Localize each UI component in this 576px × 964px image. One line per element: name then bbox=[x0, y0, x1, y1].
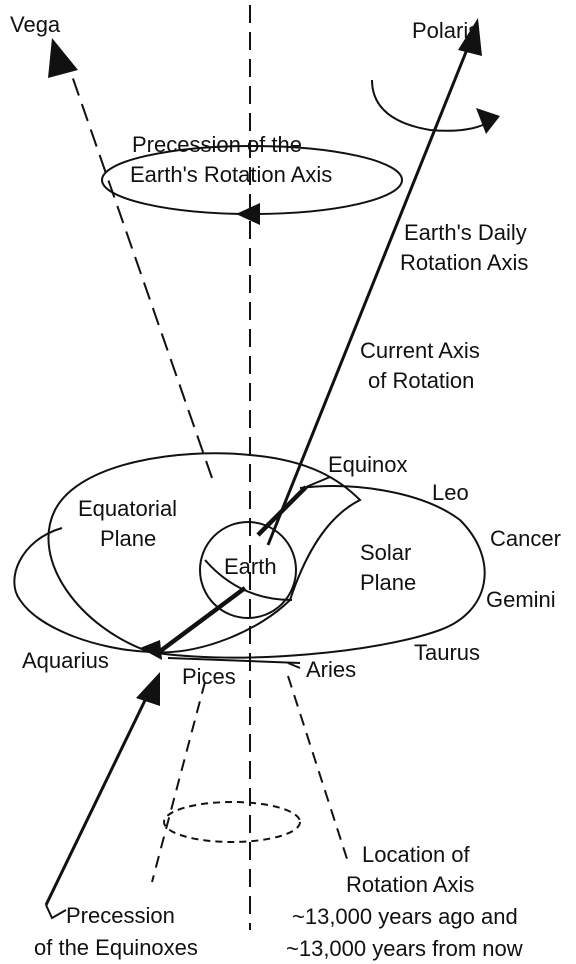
location-axis-label-4: ~13,000 years from now bbox=[286, 936, 523, 961]
earth-label: Earth bbox=[224, 554, 277, 579]
equatorial-plane-label: Equatorial bbox=[78, 496, 177, 521]
polaris-rotation-arrowhead bbox=[476, 108, 500, 134]
equinoxes-arrowhead bbox=[136, 672, 160, 706]
earth-to-node-line bbox=[155, 588, 245, 655]
lower-cone-left-line bbox=[152, 682, 205, 882]
current-axis-label: Current Axis bbox=[360, 338, 480, 363]
equinox-label: Equinox bbox=[328, 452, 408, 477]
precession-ellipse-arrowhead bbox=[236, 203, 260, 225]
equatorial-plane-label-2: Plane bbox=[100, 526, 156, 551]
polaris-rotation-arc bbox=[372, 80, 495, 131]
solar-plane-label-2: Plane bbox=[360, 570, 416, 595]
location-axis-label: Location of bbox=[362, 842, 471, 867]
equinoxes-leader bbox=[46, 905, 66, 918]
precession-axis-label: Precession of the bbox=[132, 132, 302, 157]
current-axis-label-2: of Rotation bbox=[368, 368, 474, 393]
lower-cone-right-line bbox=[288, 676, 348, 862]
location-axis-label-3: ~13,000 years ago and bbox=[292, 904, 518, 929]
aquarius-label: Aquarius bbox=[22, 648, 109, 673]
polaris-label: Polaris bbox=[412, 18, 479, 43]
gemini-label: Gemini bbox=[486, 587, 556, 612]
pices-label: Pices bbox=[182, 664, 236, 689]
precession-equinoxes-label: Precession bbox=[66, 903, 175, 928]
equinox-line bbox=[258, 487, 306, 535]
daily-axis-label-2: Rotation Axis bbox=[400, 250, 528, 275]
leo-label: Leo bbox=[432, 480, 469, 505]
taurus-label: Taurus bbox=[414, 640, 480, 665]
aries-label: Aries bbox=[306, 657, 356, 682]
vega-arrowhead bbox=[48, 38, 78, 78]
cancer-label: Cancer bbox=[490, 526, 561, 551]
vega-label: Vega bbox=[10, 12, 61, 37]
equinoxes-arrow-line bbox=[46, 690, 150, 905]
location-axis-label-2: Rotation Axis bbox=[346, 872, 474, 897]
precession-axis-label-2: Earth's Rotation Axis bbox=[130, 162, 332, 187]
daily-axis-label: Earth's Daily bbox=[404, 220, 527, 245]
precession-equinoxes-label-2: of the Equinoxes bbox=[34, 935, 198, 960]
solar-plane-label: Solar bbox=[360, 540, 411, 565]
lower-precession-ellipse bbox=[164, 802, 300, 842]
